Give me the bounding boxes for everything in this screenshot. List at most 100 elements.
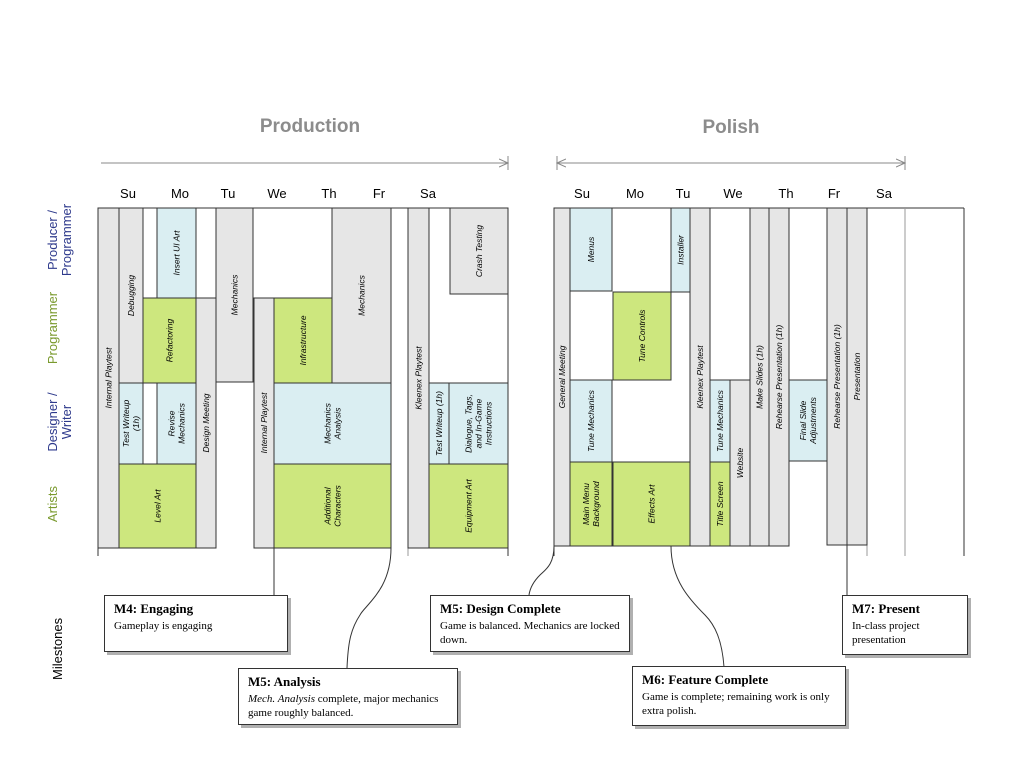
task-label-line: Tune Mechanics <box>715 389 725 451</box>
task-bar-rect <box>569 207 613 292</box>
task-label: Installer <box>676 234 686 265</box>
milestone-description: In-class project presentation <box>852 620 920 646</box>
milestone-description: Mech. Analysis complete, major mechanics… <box>248 692 448 720</box>
task-bar: Presentation <box>846 207 868 546</box>
task-label-line: Infrastructure <box>298 315 308 365</box>
task-bar-rect <box>553 207 571 547</box>
task-bar-rect <box>612 291 672 381</box>
task-label-line: Installer <box>676 234 686 265</box>
task-bar: Make Slides (1h) <box>749 207 770 547</box>
milestone-title: M7: Present <box>852 601 920 616</box>
task-label: Tune Mechanics <box>715 389 725 451</box>
day-label: Tu <box>221 186 236 201</box>
task-bar: Mechanics <box>215 207 254 383</box>
role-label-line: Producer / <box>45 210 60 270</box>
task-bar: Internal Playtest <box>97 207 120 549</box>
role-label-line: Programmer <box>59 203 74 276</box>
task-label-line: Kleenex Playtest <box>414 346 424 410</box>
task-label: Crash Testing <box>474 225 484 277</box>
task-bar: ReviseMechanics <box>156 382 197 465</box>
task-bar: Crash Testing <box>449 207 509 295</box>
task-label-line: Main Menu <box>581 483 591 525</box>
task-bar-rect <box>331 207 392 384</box>
task-label: Website <box>735 447 745 478</box>
task-bar: Tune Mechanics <box>709 379 731 463</box>
task-label-line: and In-Game <box>474 398 484 448</box>
milestone-title: M6: Feature Complete <box>642 672 769 687</box>
day-label: We <box>723 186 742 201</box>
task-label-line: Mechanics <box>177 402 187 443</box>
task-label: Equipment Art <box>464 479 474 533</box>
task-label: Final SlideAdjustments <box>798 396 818 445</box>
task-label-line: Revise <box>167 410 177 436</box>
task-label-line: Mechanics <box>357 274 367 315</box>
task-label-line: Design Meeting <box>201 393 211 452</box>
milestone-m7: M7: Present In-class project presentatio… <box>842 595 968 655</box>
task-label-line: Test Writeup (1h) <box>434 391 444 456</box>
task-bar: Level Art <box>118 463 197 549</box>
task-bar-rect <box>142 297 197 384</box>
task-bar-rect <box>428 463 509 549</box>
task-label-line: Title Screen <box>715 481 725 527</box>
task-bar: General Meeting <box>553 207 571 547</box>
day-label: Th <box>321 186 336 201</box>
task-bar: Effects Art <box>612 461 691 547</box>
task-label: Mechanics <box>230 274 240 315</box>
phase-title-production: Production <box>260 116 360 137</box>
task-label-line: Make Slides (1h) <box>755 345 765 409</box>
task-bars: Internal Playtest Debugging Test Writeup… <box>97 207 868 549</box>
task-bar: AdditionalCharacters <box>273 463 392 549</box>
task-label: Tune Mechanics <box>586 389 596 451</box>
task-bar: Dialogue, Tags,and In-GameInstructions <box>448 382 509 465</box>
task-bar-rect <box>195 297 217 549</box>
task-label: Kleenex Playtest <box>414 346 424 410</box>
task-label: Rehearse Presentation (1h) <box>774 325 784 430</box>
task-bar-rect <box>449 207 509 295</box>
milestone-m5-design: M5: Design Complete Game is balanced. Me… <box>430 595 630 652</box>
task-bar: Insert UI Art <box>156 207 197 299</box>
day-label: Mo <box>626 186 644 201</box>
task-label-line: Adjustments <box>808 396 818 445</box>
task-label-line: Crash Testing <box>474 225 484 277</box>
task-label: Rehearse Presentation (1h) <box>832 324 842 429</box>
task-label-line: (1h) <box>131 416 141 431</box>
day-label: Tu <box>676 186 691 201</box>
phase-title-polish: Polish <box>702 117 759 138</box>
task-bar: Website <box>729 379 751 547</box>
milestone-description: Game is complete; remaining work is only… <box>642 691 830 717</box>
task-bar-rect <box>569 461 613 547</box>
task-bar: Title Screen <box>709 461 731 547</box>
task-bar-rect <box>273 297 333 384</box>
task-bar-rect <box>215 207 254 383</box>
day-label: Fr <box>373 186 386 201</box>
milestone-title: M5: Analysis <box>248 674 321 689</box>
task-bar: Kleenex Playtest <box>407 207 430 549</box>
task-bar: Refactoring <box>142 297 197 384</box>
task-bar-rect <box>156 207 197 299</box>
task-label-line: Internal Playtest <box>259 392 269 454</box>
task-label: ReviseMechanics <box>167 402 187 443</box>
task-bar: Debugging <box>118 207 144 384</box>
milestone-description: Gameplay is engaging <box>114 620 213 632</box>
day-label: Mo <box>171 186 189 201</box>
task-label: Test Writeup (1h) <box>434 391 444 456</box>
role-label-programmer: Programmer <box>45 291 60 364</box>
task-bar-rect <box>788 379 828 462</box>
role-label-line: Designer / <box>45 392 60 452</box>
task-bar-rect <box>273 382 392 465</box>
task-label-line: Analysis <box>333 407 343 440</box>
task-label-line: Refactoring <box>165 318 175 362</box>
task-label: Menus <box>586 236 596 262</box>
day-label: Sa <box>420 186 437 201</box>
task-label-line: Final Slide <box>798 400 808 440</box>
task-label-line: Tune Controls <box>637 309 647 363</box>
connector-m5-analysis <box>346 547 392 669</box>
task-label-line: Debugging <box>126 275 136 316</box>
task-label-line: Rehearse Presentation (1h) <box>774 325 784 430</box>
connector-m6 <box>670 545 725 668</box>
day-label: Th <box>778 186 793 201</box>
milestone-m6: M6: Feature Complete Game is complete; r… <box>632 666 846 726</box>
task-label: Infrastructure <box>298 315 308 365</box>
task-label-line: Rehearse Presentation (1h) <box>832 324 842 429</box>
